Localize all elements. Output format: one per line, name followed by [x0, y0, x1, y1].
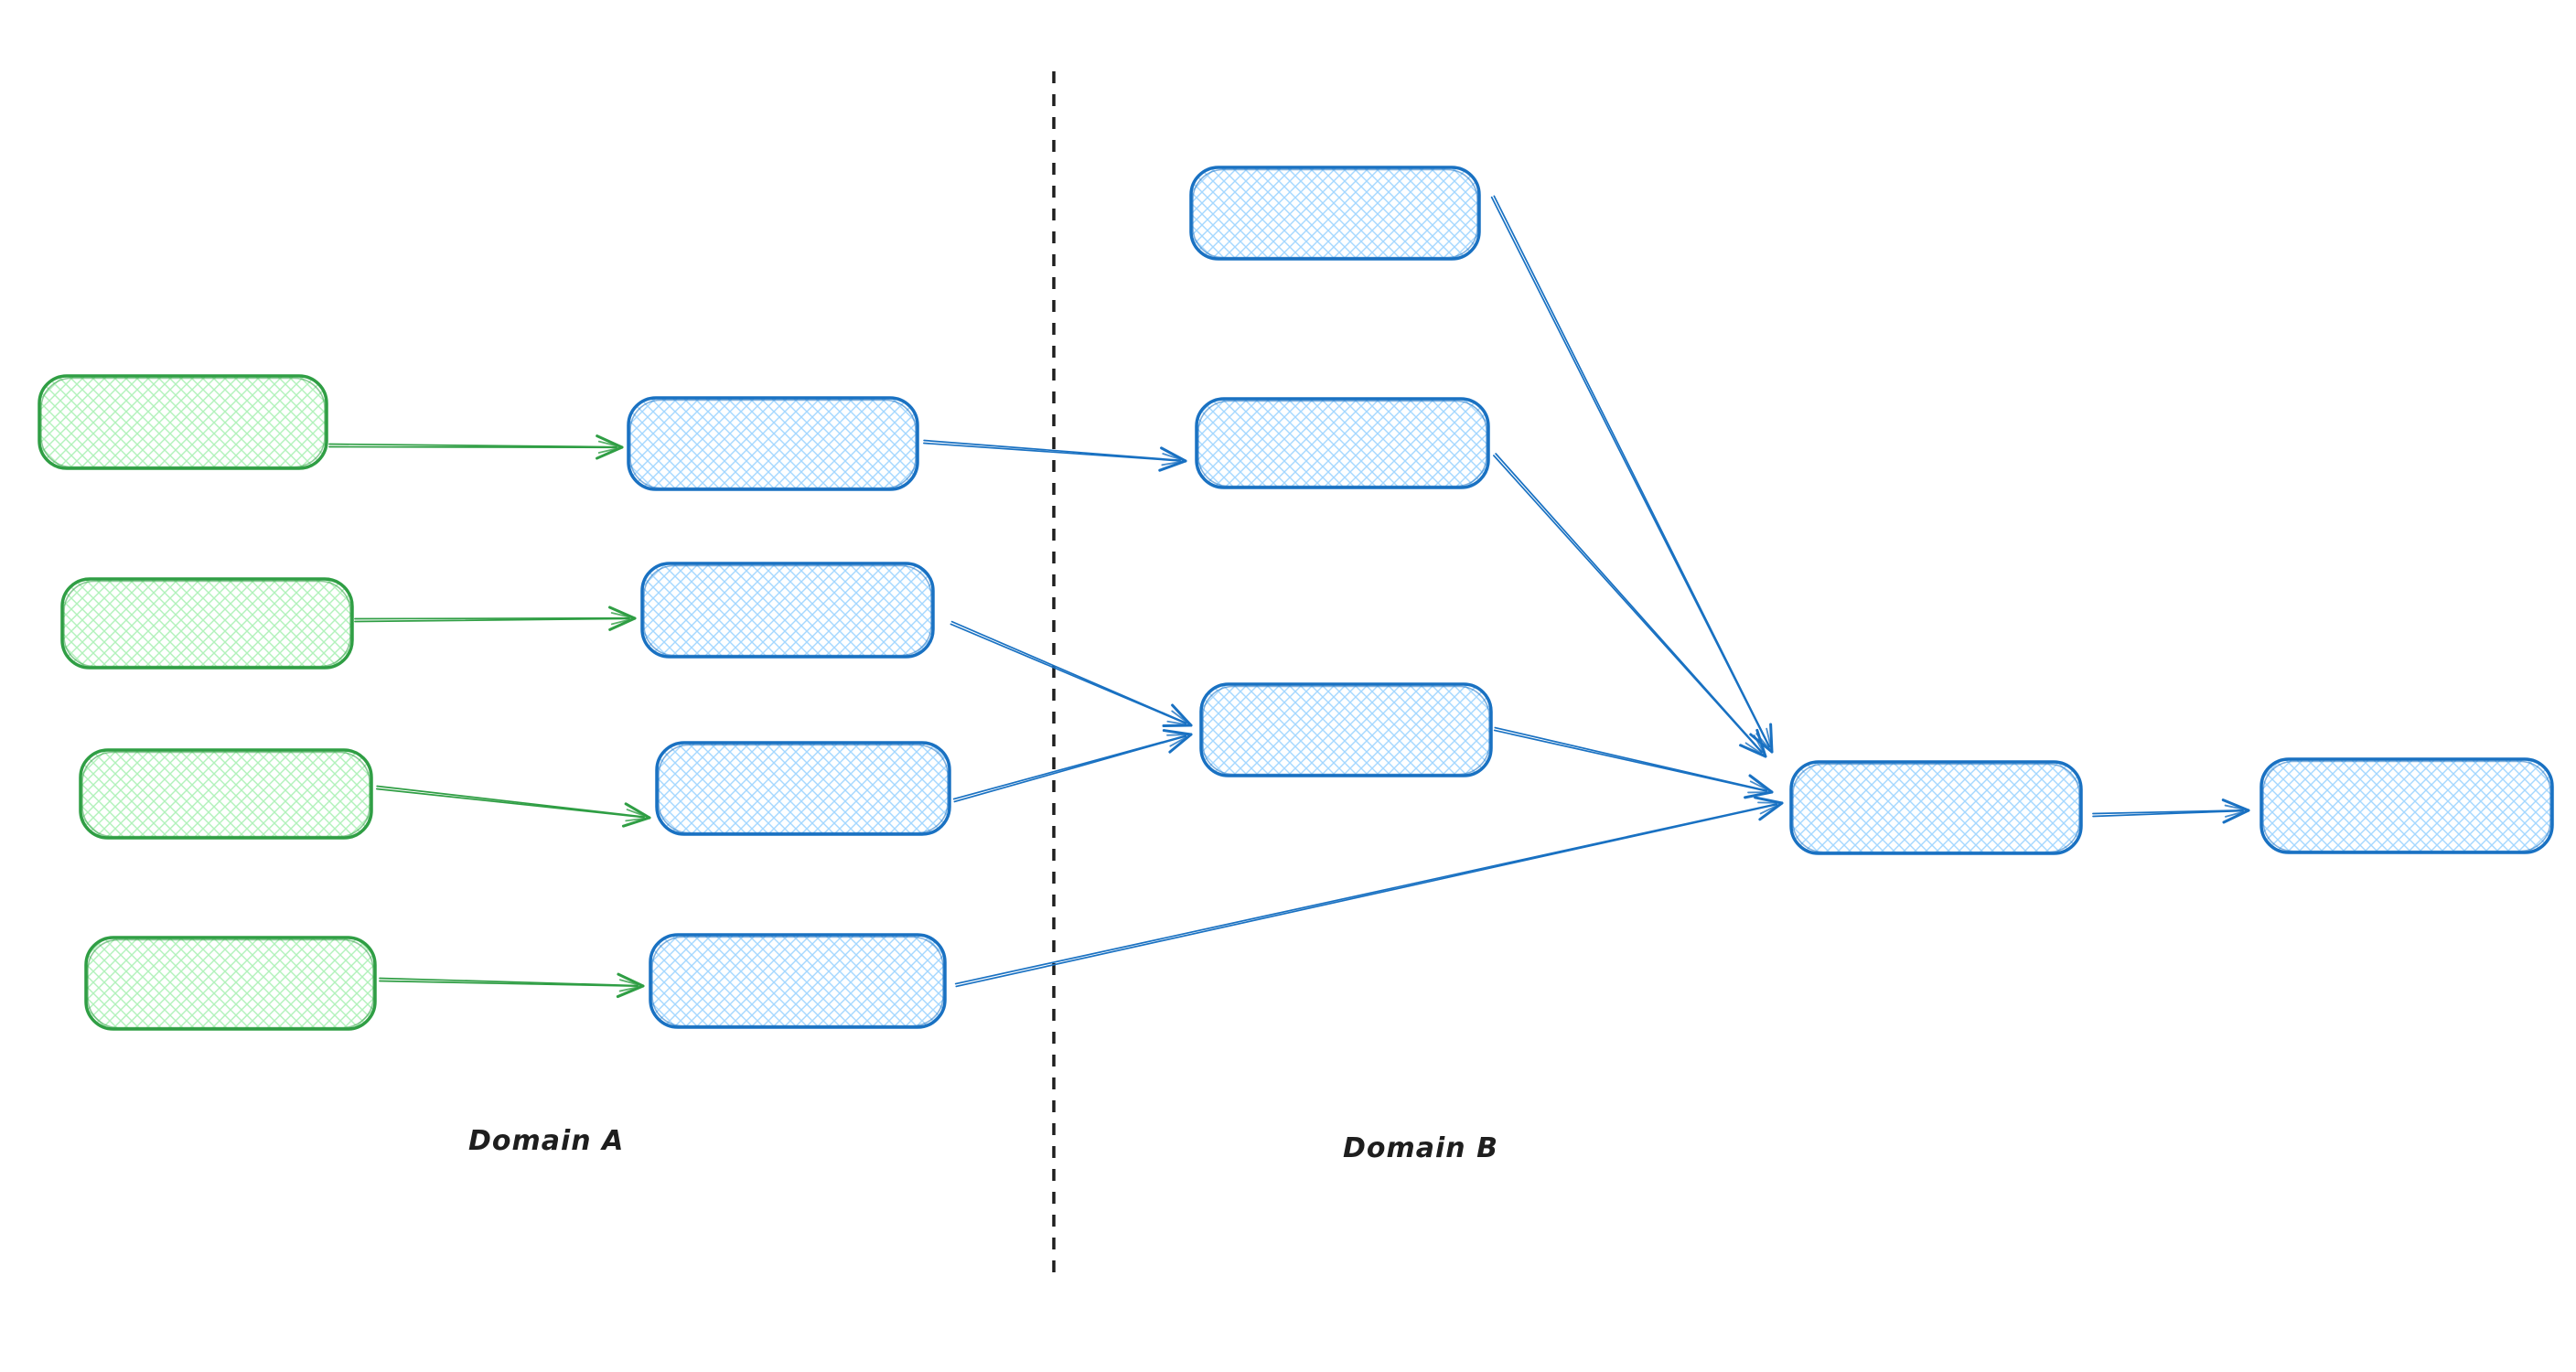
- arrow-domainb1-to-aggregator[interactable]: [1490, 195, 1774, 754]
- node-source-2[interactable]: [60, 577, 354, 670]
- arrow-source1-to-intermediate1[interactable]: [328, 434, 624, 460]
- arrow-intermediate2-to-domainb3[interactable]: [950, 620, 1193, 727]
- node-source-3[interactable]: [79, 748, 373, 840]
- arrow-intermediate1-to-domainb2[interactable]: [923, 439, 1187, 472]
- node-intermediate-1[interactable]: [627, 396, 919, 491]
- arrow-source3-to-intermediate3[interactable]: [375, 785, 651, 828]
- arrow-intermediate3-to-domainb3[interactable]: [952, 729, 1193, 803]
- node-domainb-1[interactable]: [1189, 166, 1481, 261]
- node-intermediate-3[interactable]: [655, 741, 951, 836]
- arrow-domainb2-to-aggregator[interactable]: [1493, 453, 1767, 758]
- domain-a-label[interactable]: Domain A: [468, 1125, 625, 1157]
- node-intermediate-4[interactable]: [649, 933, 947, 1029]
- node-aggregator[interactable]: [1789, 760, 2083, 855]
- node-source-1[interactable]: [38, 374, 328, 470]
- arrow-source2-to-intermediate2[interactable]: [354, 606, 637, 631]
- node-output[interactable]: [2259, 757, 2554, 854]
- node-domainb-2[interactable]: [1195, 397, 1490, 489]
- node-intermediate-2[interactable]: [640, 562, 935, 659]
- arrow-aggregator-to-output[interactable]: [2092, 799, 2250, 824]
- arrow-source4-to-intermediate4[interactable]: [379, 972, 645, 999]
- arrow-domainb3-to-aggregator[interactable]: [1493, 726, 1774, 799]
- node-domainb-3[interactable]: [1199, 682, 1493, 777]
- arrow-intermediate4-to-aggregator[interactable]: [954, 796, 1784, 988]
- node-source-4[interactable]: [84, 936, 377, 1031]
- domain-b-label[interactable]: Domain B: [1343, 1132, 1498, 1164]
